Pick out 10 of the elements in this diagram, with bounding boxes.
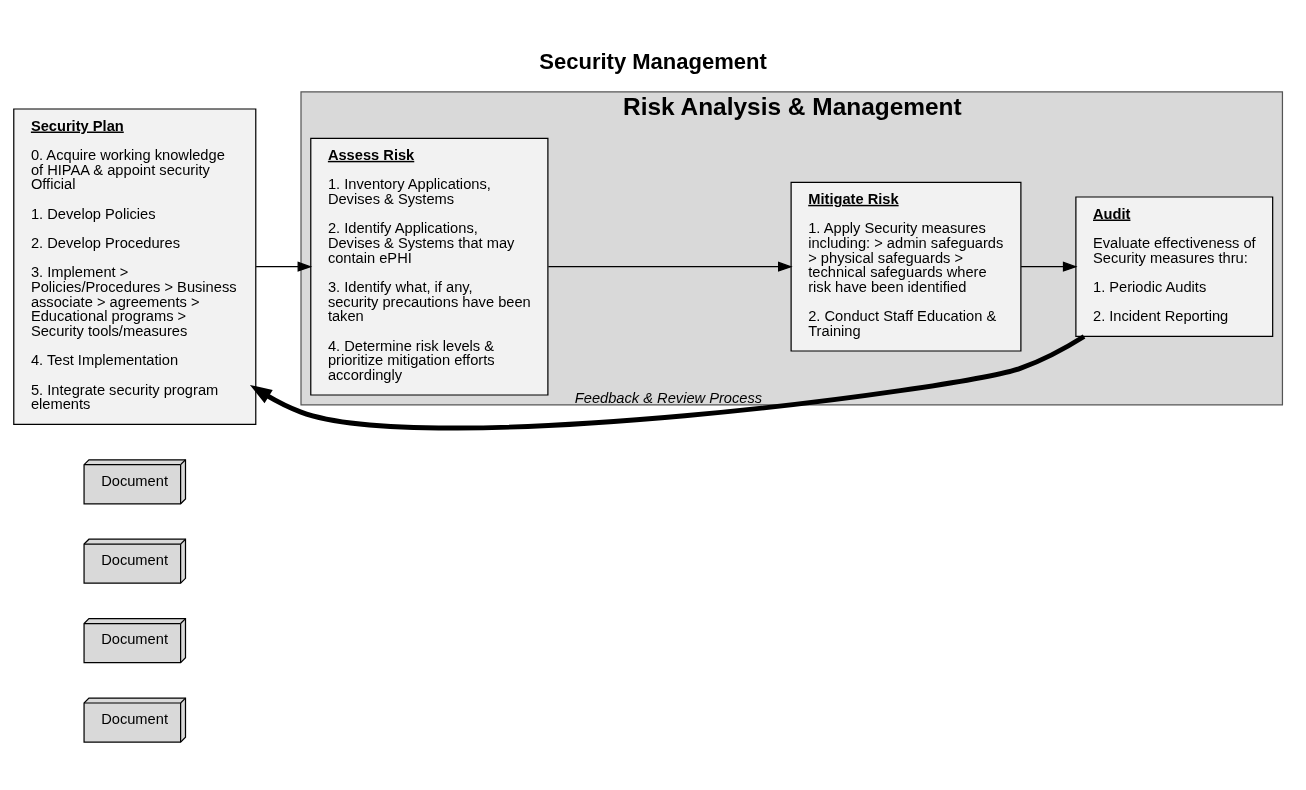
arrow [1020, 261, 1078, 272]
node-box: Mitigate Risk 1. Apply Security measures including: > admin safeguards > physical safeguards > technical safeguards where risk have been identified 2. Conduct Staff Education & Training [790, 181, 1022, 352]
arrow [249, 334, 1086, 431]
arrow [255, 261, 313, 272]
arrow [547, 261, 793, 272]
edge-label: Feedback & Review Process [574, 390, 763, 407]
node-box: Assess Risk 1. Inventory Applications, Devises & Systems 2. Identify Applications, Devises & Systems that may contain ePHI 3. Identify what, if any, security precautions have been taken 4. Determine risk levels & prioritize mitigation efforts accordingly [310, 137, 549, 396]
diagram-title: Security Management [539, 49, 767, 75]
node-box: Security Plan 0. Acquire working knowledge of HIPAA & appoint security Official 1. Develop Policies 2. Develop Procedures 3. Implement > Policies/Procedures > Business associate > agreements > Educational programs > Security tools/measures 4. Test Implementation 5. Integrate security program elements [13, 108, 257, 425]
node-box: Audit Evaluate effectiveness of Security measures thru: 1. Periodic Audits 2. Incident Reporting [1075, 196, 1274, 337]
